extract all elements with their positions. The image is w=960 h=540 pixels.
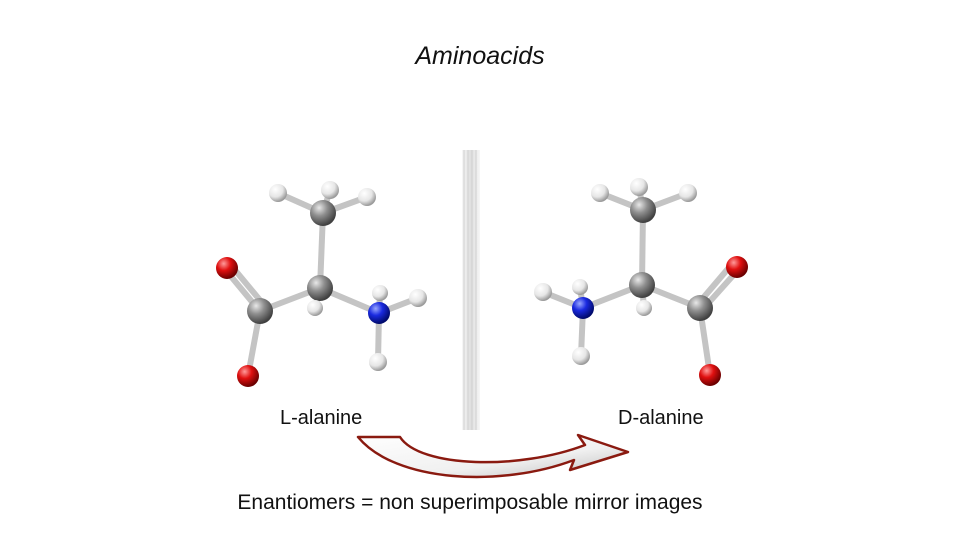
curved-arrow-icon <box>356 433 630 479</box>
carbon-atom <box>687 295 713 321</box>
d-alanine-molecule <box>534 178 748 386</box>
carbon-atom <box>307 275 333 301</box>
hydrogen-atom <box>636 300 652 316</box>
caption: Enantiomers = non superimposable mirror … <box>237 491 703 514</box>
d-alanine-label: D-alanine <box>618 407 704 429</box>
hydrogen-atom <box>269 184 287 202</box>
carbon-atom <box>630 197 656 223</box>
l-alanine-molecule <box>216 181 427 387</box>
oxygen-atom <box>216 257 238 279</box>
hydrogen-atom <box>679 184 697 202</box>
mirror-plane <box>462 150 480 430</box>
hydrogen-atom <box>572 347 590 365</box>
hydrogen-atom <box>409 289 427 307</box>
hydrogen-atom <box>369 353 387 371</box>
nitrogen-atom <box>572 297 594 319</box>
hydrogen-atom <box>591 184 609 202</box>
hydrogen-atom <box>321 181 339 199</box>
nitrogen-atom <box>368 302 390 324</box>
carbon-atom <box>247 298 273 324</box>
carbon-atom <box>310 200 336 226</box>
slide-title: Aminoacids <box>415 42 545 70</box>
oxygen-atom <box>237 365 259 387</box>
hydrogen-atom <box>358 188 376 206</box>
oxygen-atom <box>699 364 721 386</box>
oxygen-atom <box>726 256 748 278</box>
hydrogen-atom <box>372 285 388 301</box>
l-alanine-label: L-alanine <box>280 407 363 429</box>
hydrogen-atom <box>307 300 323 316</box>
hydrogen-atom <box>572 279 588 295</box>
hydrogen-atom <box>534 283 552 301</box>
hydrogen-atom <box>630 178 648 196</box>
carbon-atom <box>629 272 655 298</box>
